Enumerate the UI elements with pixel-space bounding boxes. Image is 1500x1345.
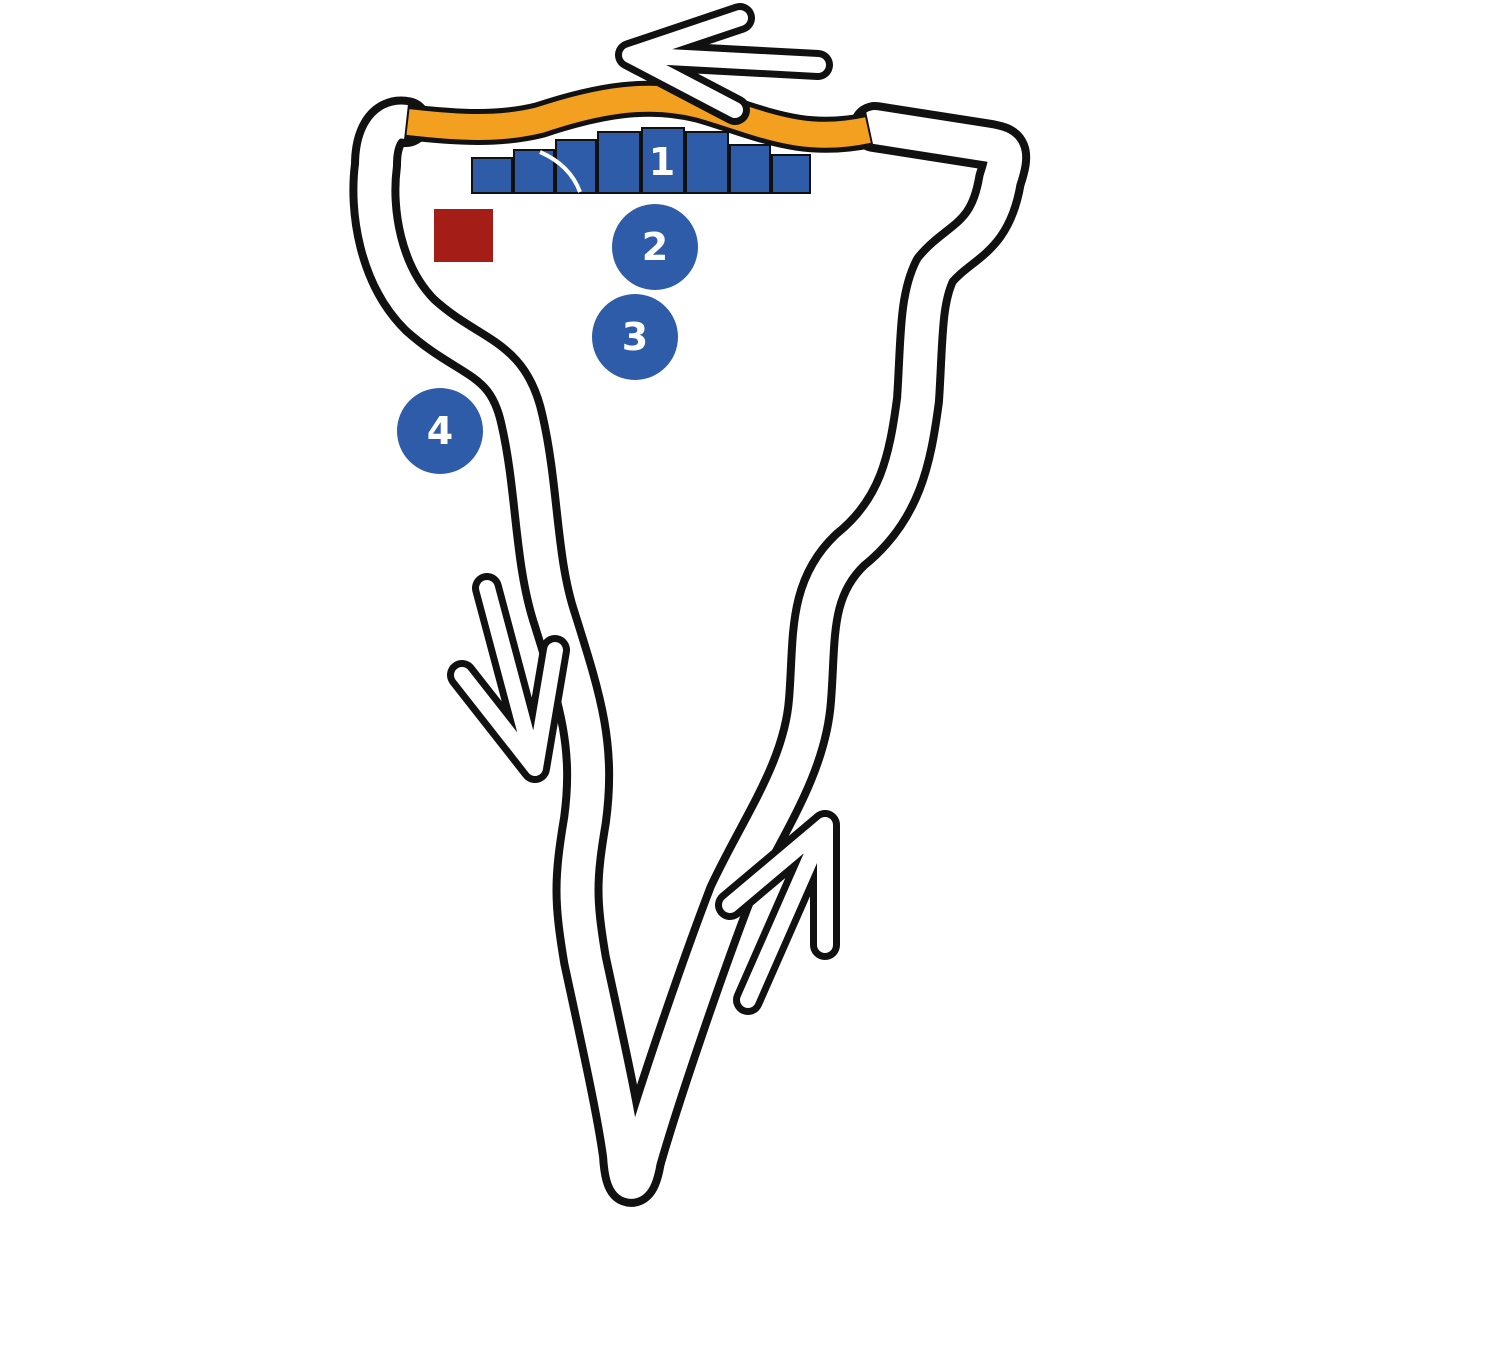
red-square-marker <box>434 209 493 262</box>
arrow-left-icon <box>615 3 833 125</box>
marker-2-label: 2 <box>642 225 668 269</box>
marker-4-label: 4 <box>427 409 453 453</box>
marker-3: 3 <box>592 294 678 380</box>
marker-1-label: 1 <box>649 140 675 184</box>
pit-building <box>471 127 811 194</box>
marker-4: 4 <box>397 388 483 474</box>
track-surface <box>357 104 1023 1199</box>
arrow-down-icon <box>447 573 570 783</box>
marker-2: 2 <box>612 204 698 290</box>
arrow-up-icon <box>715 810 840 1015</box>
marker-3-label: 3 <box>622 315 648 359</box>
